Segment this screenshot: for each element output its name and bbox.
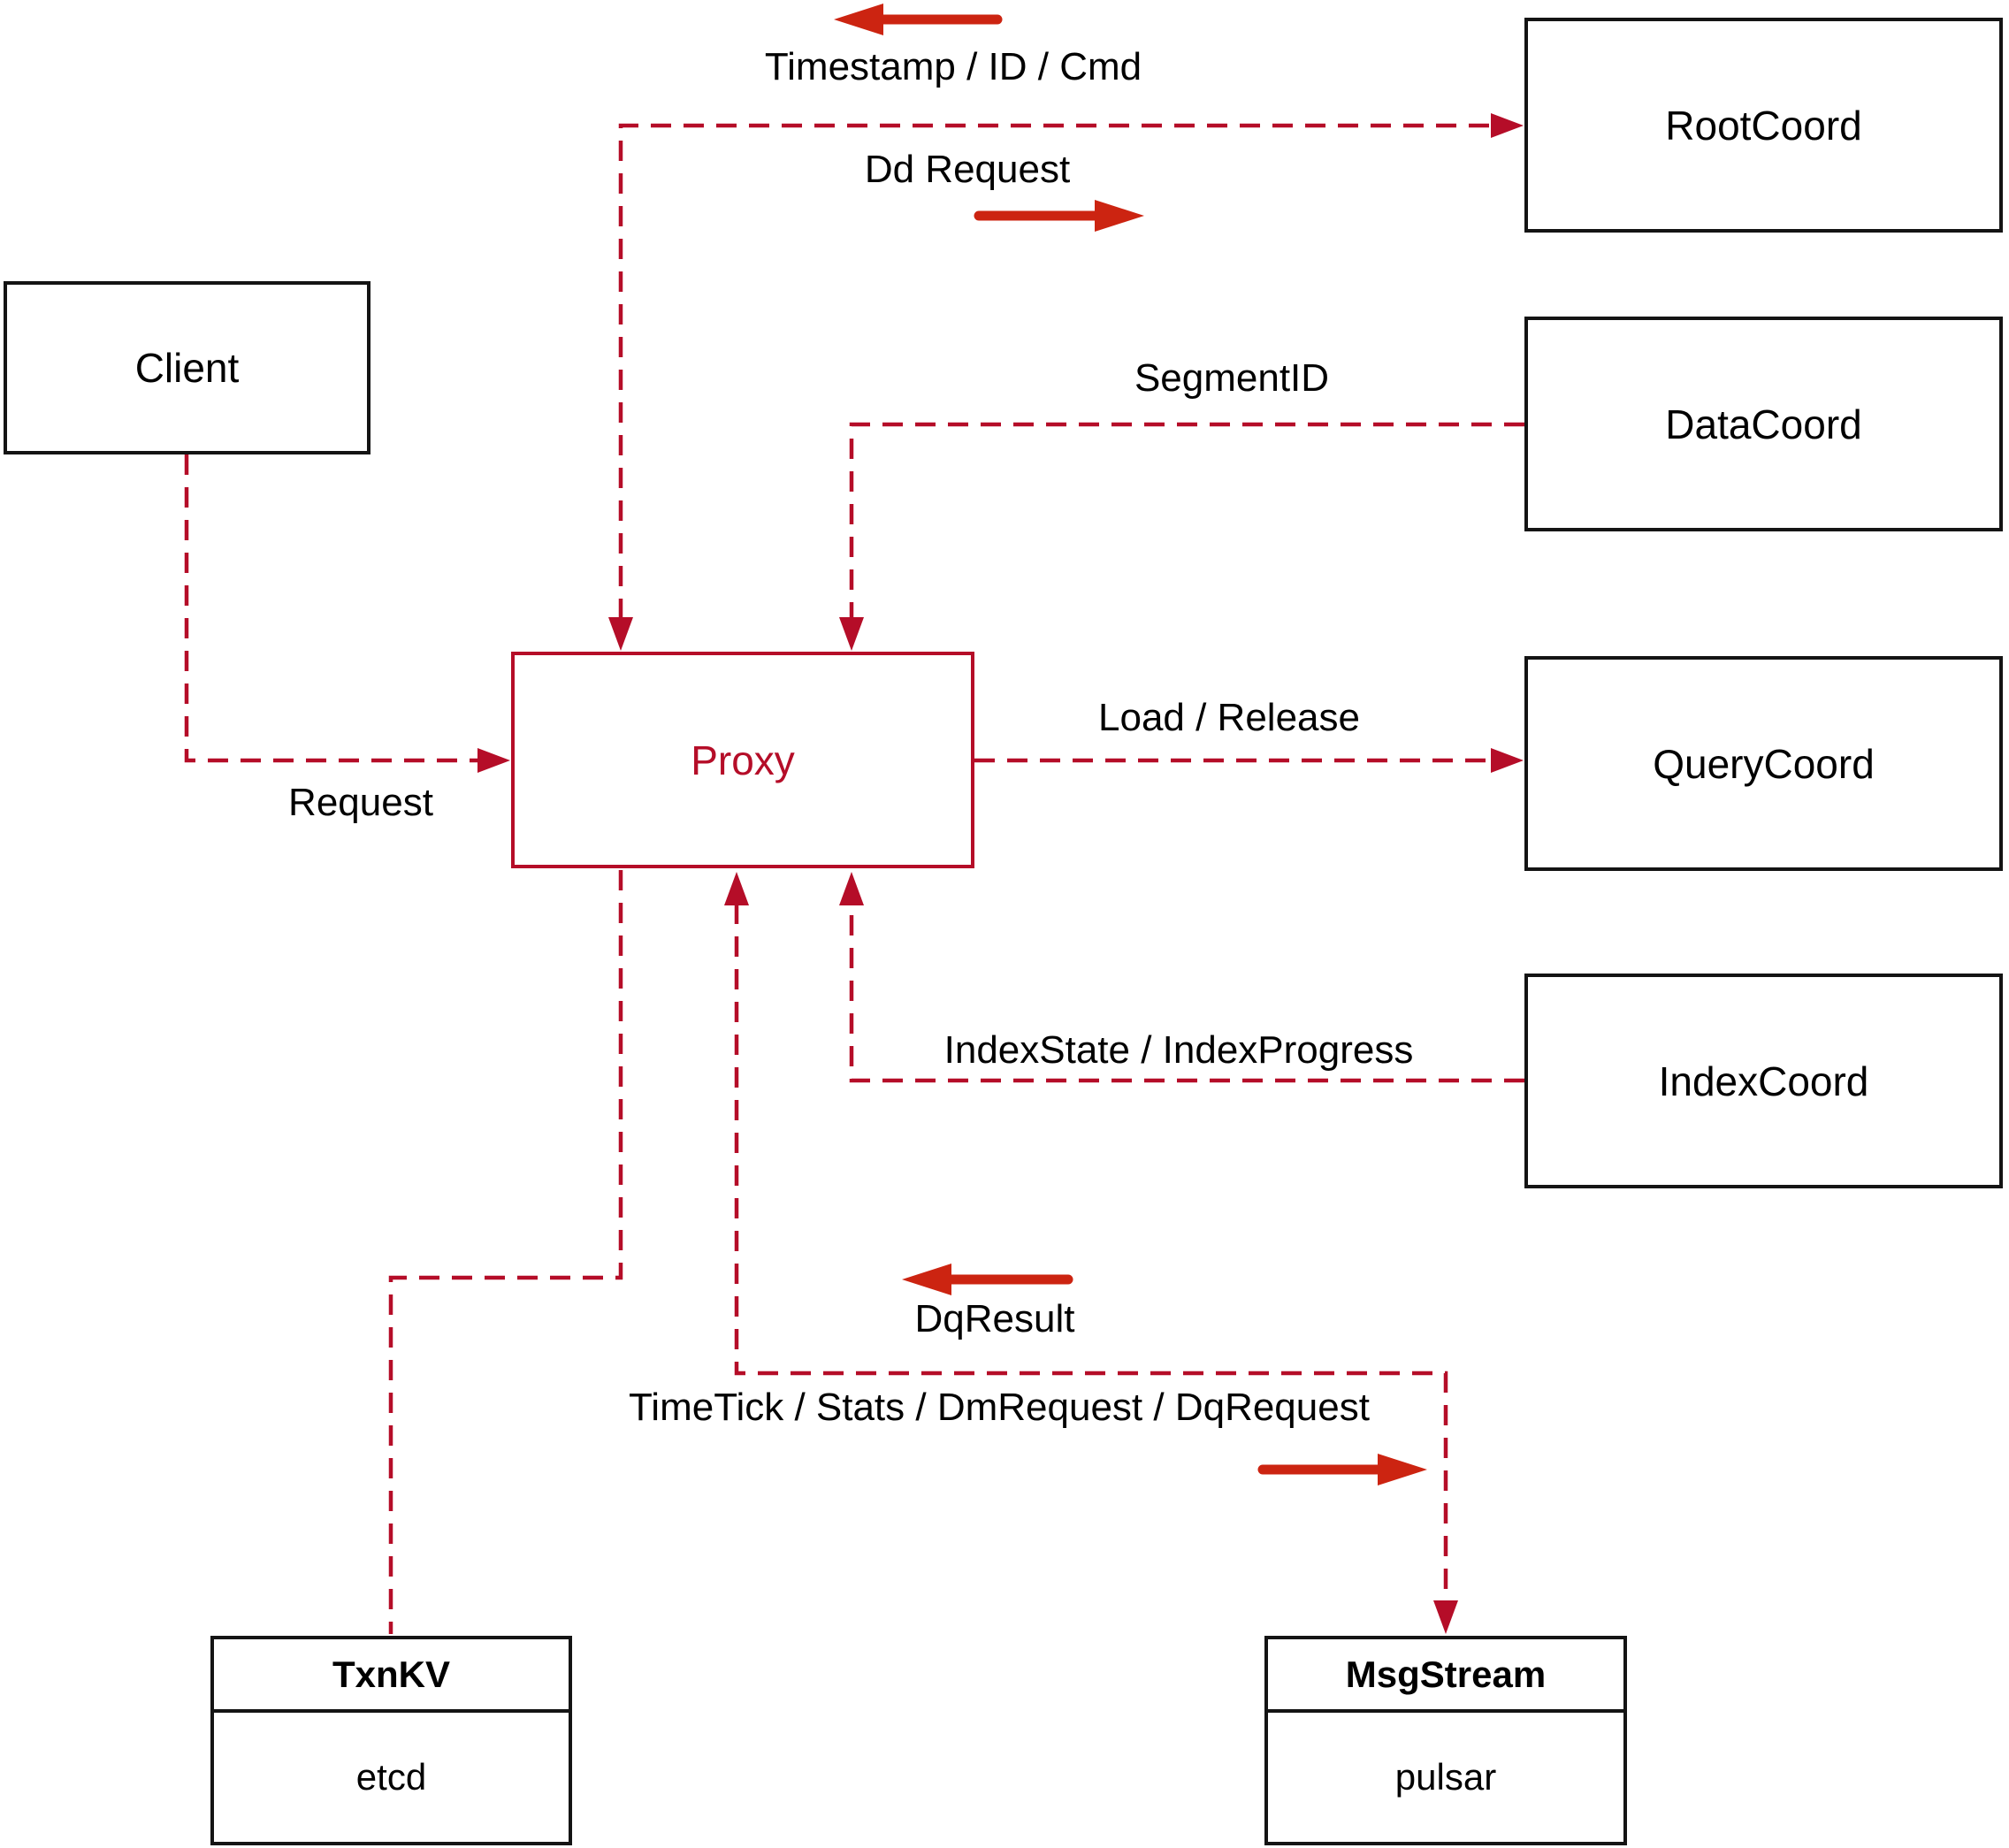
arrowhead-into-msgstream	[1433, 1600, 1458, 1634]
arrowhead-into-proxy-top-right	[839, 617, 864, 651]
node-indexcoord: IndexCoord	[1524, 974, 2003, 1188]
edge-datacoord-proxy-line	[849, 422, 1524, 619]
timetick-label: TimeTick / Stats / DmRequest / DqRequest	[623, 1386, 1375, 1430]
node-rootcoord-label: RootCoord	[1665, 102, 1862, 149]
node-msgstream-impl: pulsar	[1394, 1756, 1497, 1798]
arrowhead-into-rootcoord	[1491, 113, 1524, 138]
dd-request-label: Dd Request	[859, 148, 1076, 192]
node-txnkv-title: TxnKV	[332, 1653, 450, 1695]
edge-client-proxy-line	[184, 454, 479, 763]
node-client-label: Client	[134, 345, 240, 391]
arrowhead-into-proxy-left	[477, 748, 510, 773]
edge-proxy-txnkv-line	[388, 870, 623, 1634]
node-indexcoord-label: IndexCoord	[1658, 1058, 1869, 1104]
node-msgstream-header: MsgStream	[1268, 1639, 1623, 1713]
timestamp-direction-arrow-head	[834, 4, 883, 35]
node-msgstream: MsgStream pulsar	[1264, 1636, 1627, 1845]
indexstate-label: IndexState / IndexProgress	[938, 1028, 1419, 1073]
node-querycoord: QueryCoord	[1524, 656, 2003, 871]
segmentid-label: SegmentID	[1128, 356, 1335, 401]
node-msgstream-title: MsgStream	[1345, 1653, 1547, 1695]
load-release-label: Load / Release	[1093, 696, 1365, 740]
edge-indexcoord-proxy-line	[849, 904, 1524, 1083]
edge-proxy-rootcoord-line	[618, 123, 1493, 619]
node-txnkv-header: TxnKV	[214, 1639, 569, 1713]
node-proxy: Proxy	[511, 652, 974, 868]
timestamp-label: Timestamp / ID / Cmd	[759, 45, 1148, 89]
node-txnkv-impl: etcd	[355, 1756, 427, 1798]
node-proxy-label: Proxy	[691, 737, 795, 783]
node-datacoord-label: DataCoord	[1665, 401, 1862, 447]
dqresult-direction-arrow-head	[902, 1264, 951, 1295]
node-querycoord-label: QueryCoord	[1653, 740, 1875, 787]
node-txnkv: TxnKV etcd	[210, 1636, 572, 1845]
node-txnkv-body: etcd	[214, 1713, 569, 1842]
timetick-direction-arrow-head	[1378, 1454, 1427, 1485]
arrowhead-into-proxy-bottom-right	[839, 872, 864, 905]
request-label: Request	[283, 781, 439, 825]
node-datacoord: DataCoord	[1524, 317, 2003, 531]
arrowhead-into-proxy-bottom-mid	[724, 872, 749, 905]
arrowhead-into-proxy-top-left	[608, 617, 633, 651]
node-client: Client	[4, 281, 370, 454]
arrowhead-into-querycoord	[1491, 748, 1524, 773]
dqresult-label: DqResult	[909, 1297, 1081, 1341]
node-rootcoord: RootCoord	[1524, 18, 2003, 233]
node-msgstream-body: pulsar	[1268, 1713, 1623, 1842]
edge-proxy-msgstream-line	[734, 904, 1448, 1602]
dd-request-direction-arrow-head	[1095, 200, 1144, 232]
